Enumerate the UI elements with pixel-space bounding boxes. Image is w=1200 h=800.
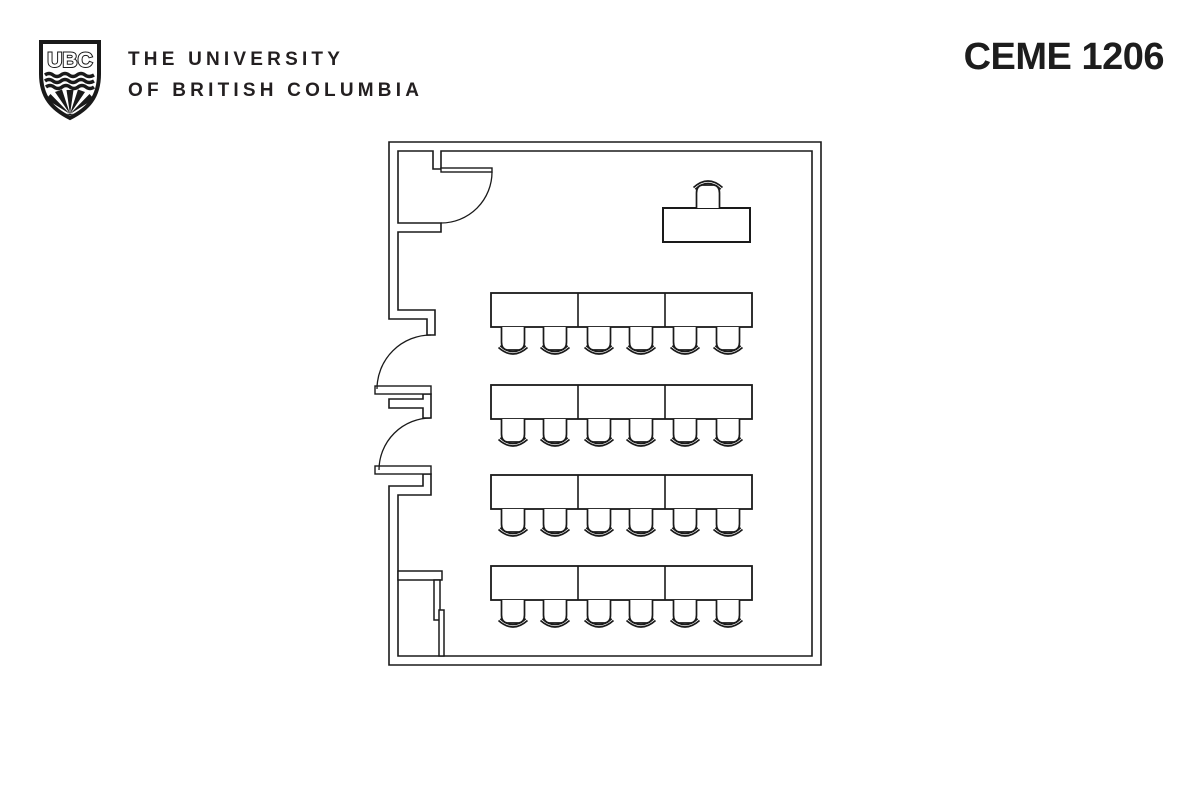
table-group — [490, 565, 753, 601]
instructor-desk — [662, 207, 751, 243]
chair-row-3 — [497, 508, 744, 537]
door-pier-wall — [388, 393, 432, 419]
chair — [539, 326, 571, 355]
chair — [625, 418, 657, 447]
chair — [712, 508, 744, 537]
table-row-3 — [490, 474, 753, 510]
table-group — [490, 292, 753, 328]
chair — [497, 326, 529, 355]
chair — [497, 418, 529, 447]
chair — [583, 599, 615, 628]
chair — [669, 326, 701, 355]
crest-monogram: UBC — [47, 49, 93, 72]
chair — [669, 508, 701, 537]
chair — [669, 418, 701, 447]
table-row-2 — [490, 384, 753, 420]
chair — [583, 326, 615, 355]
chair — [497, 508, 529, 537]
chair — [712, 418, 744, 447]
entry-door-leaf — [440, 167, 493, 173]
corridor-door-lower-leaf — [374, 465, 432, 475]
chair — [669, 599, 701, 628]
crest-sunburst-icon — [46, 89, 94, 116]
chair — [583, 418, 615, 447]
chair-row-2 — [497, 418, 744, 447]
chair — [625, 599, 657, 628]
corridor-door-lower — [374, 417, 432, 475]
university-name: THE UNIVERSITY OF BRITISH COLUMBIA — [128, 44, 423, 106]
storage-counter — [397, 570, 445, 657]
chair — [539, 418, 571, 447]
entry-door — [440, 167, 493, 224]
chair — [625, 508, 657, 537]
counter-door-leaf — [438, 609, 445, 657]
instructor-chair — [692, 180, 724, 209]
chair — [712, 326, 744, 355]
crest-waves-icon — [43, 71, 96, 91]
chair — [625, 326, 657, 355]
chair — [539, 508, 571, 537]
entry-door-swing-arc — [440, 171, 493, 224]
corridor-door-upper-swing-arc — [376, 334, 432, 390]
chair — [539, 599, 571, 628]
chair-row-4 — [497, 599, 744, 628]
chair — [583, 508, 615, 537]
table-row-4 — [490, 565, 753, 601]
chair — [497, 599, 529, 628]
table-group — [490, 474, 753, 510]
counter-partition — [433, 579, 441, 621]
chair — [712, 599, 744, 628]
university-name-line1: THE UNIVERSITY — [128, 49, 345, 70]
table-row-1 — [490, 292, 753, 328]
chair-row-1 — [497, 326, 744, 355]
ubc-crest-logo: UBC — [39, 40, 101, 121]
corridor-door-lower-swing-arc — [378, 417, 432, 471]
corridor-door-upper — [374, 334, 432, 395]
instructor-station — [662, 180, 751, 243]
table-group — [490, 384, 753, 420]
counter-top — [397, 570, 443, 581]
corridor-door-upper-leaf — [374, 385, 432, 395]
room-label: CEME 1206 — [963, 36, 1165, 78]
university-name-line2: OF BRITISH COLUMBIA — [128, 80, 424, 101]
